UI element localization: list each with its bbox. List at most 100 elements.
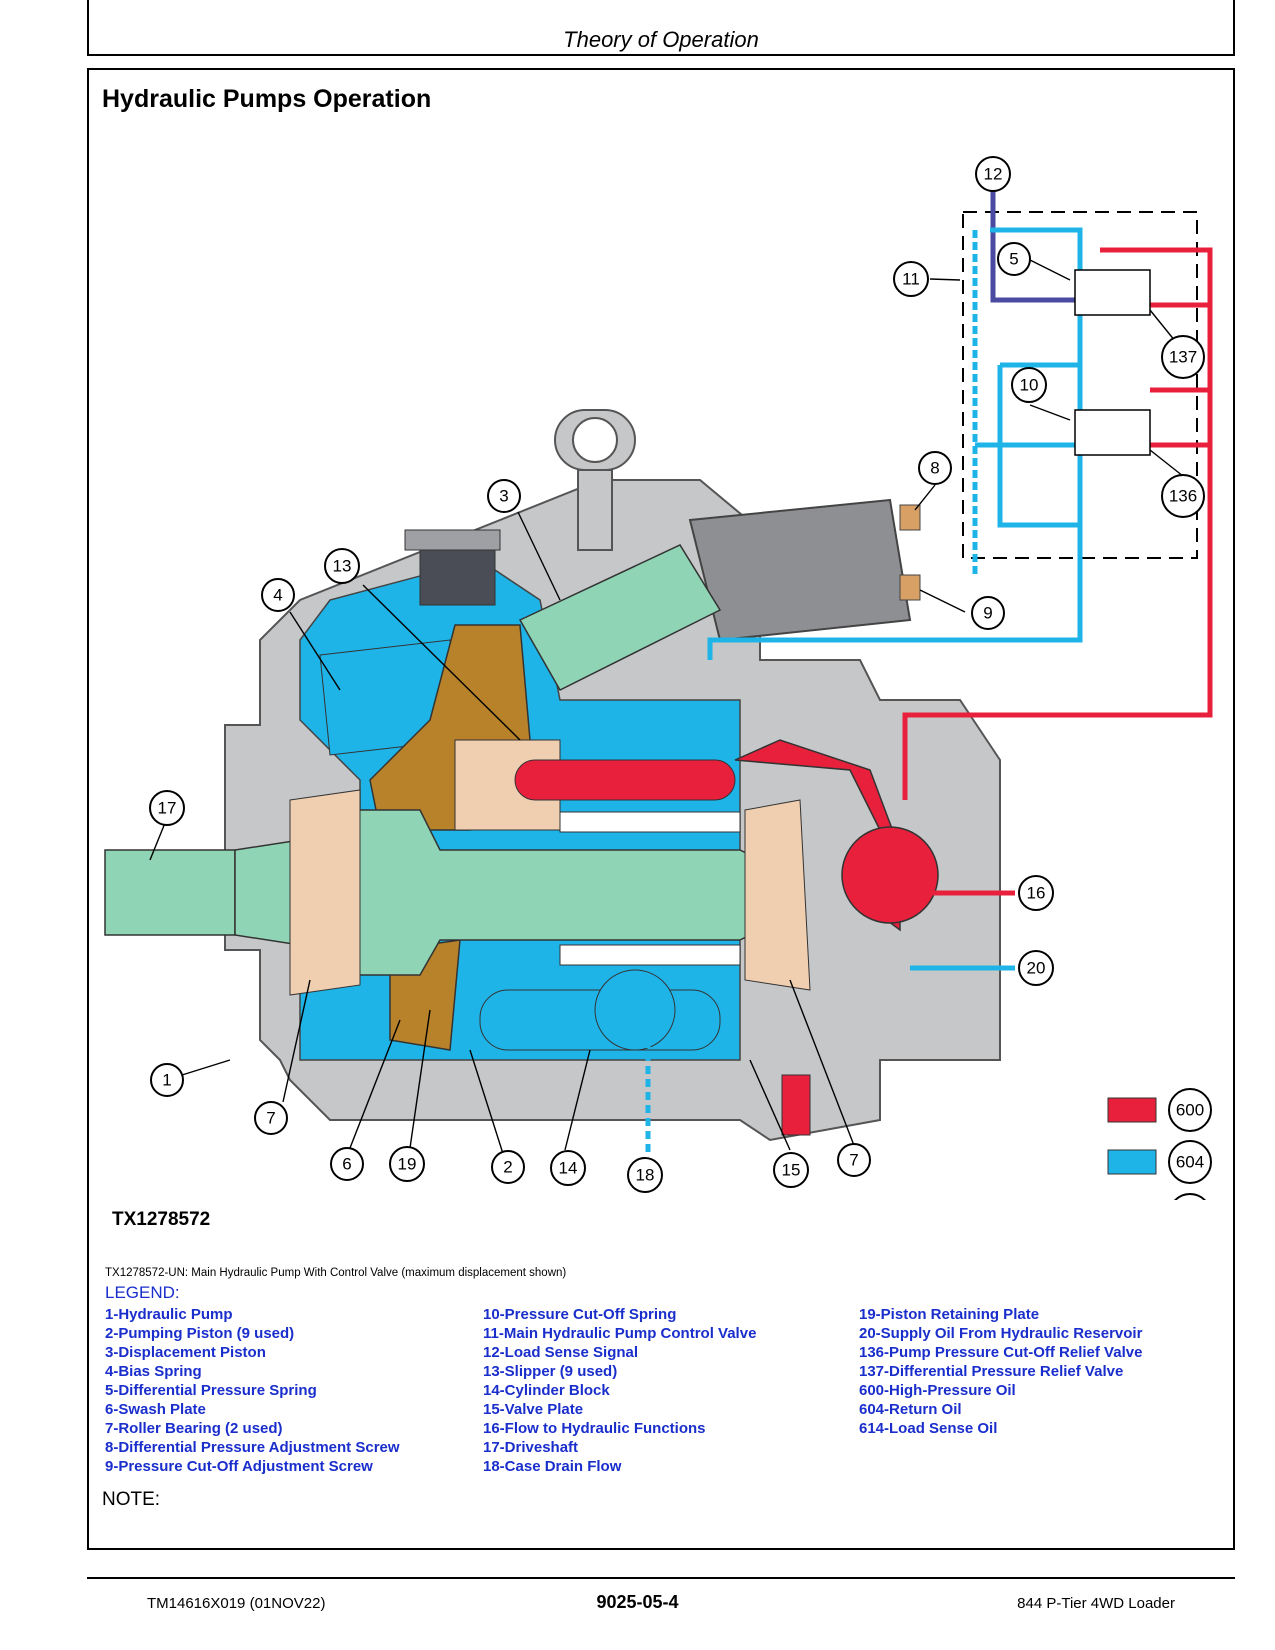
callout-4: 4 <box>261 578 295 612</box>
callout-14: 14 <box>550 1150 586 1186</box>
legend-item: 8-Differential Pressure Adjustment Screw <box>105 1439 400 1456</box>
footer-doc-id: TM14616X019 (01NOV22) <box>147 1595 326 1612</box>
footer-divider <box>87 1577 1235 1579</box>
callout-7-right: 7 <box>837 1143 871 1177</box>
legend-item: 6-Swash Plate <box>105 1401 206 1418</box>
callout-12: 12 <box>975 156 1011 192</box>
svg-text:2: 2 <box>503 1158 512 1177</box>
svg-text:17: 17 <box>158 799 177 818</box>
legend-item: 14-Cylinder Block <box>483 1382 610 1399</box>
legend-item: 1-Hydraulic Pump <box>105 1306 233 1323</box>
footer-page-number: 9025-05-4 <box>596 1592 679 1612</box>
svg-text:8: 8 <box>930 459 939 478</box>
svg-text:7: 7 <box>266 1109 275 1128</box>
callout-17: 17 <box>149 790 185 826</box>
svg-text:600: 600 <box>1176 1101 1204 1120</box>
legend-item: 7-Roller Bearing (2 used) <box>105 1420 283 1437</box>
svg-text:10: 10 <box>1020 376 1039 395</box>
color-key: 600 604 614 <box>1107 1088 1212 1200</box>
legend-item: 3-Displacement Piston <box>105 1344 266 1361</box>
svg-text:20: 20 <box>1027 959 1046 978</box>
legend-item: 19-Piston Retaining Plate <box>859 1306 1040 1323</box>
callout-8: 8 <box>918 451 952 485</box>
legend-item: 18-Case Drain Flow <box>483 1458 622 1475</box>
callout-2: 2 <box>491 1150 525 1184</box>
callout-13: 13 <box>324 548 360 584</box>
page-title: Hydraulic Pumps Operation <box>102 85 432 113</box>
svg-text:4: 4 <box>273 586 282 605</box>
legend-item: 136-Pump Pressure Cut-Off Relief Valve <box>859 1344 1143 1361</box>
callout-20: 20 <box>1018 950 1054 986</box>
key-600: 600 <box>1168 1088 1212 1132</box>
figure-id: TX1278572 <box>112 1209 211 1230</box>
header-frame: Theory of Operation <box>87 0 1235 56</box>
relief-valve-136 <box>1074 409 1151 456</box>
callout-9: 9 <box>971 596 1005 630</box>
control-valve-outline <box>962 211 1198 559</box>
legend-item: 12-Load Sense Signal <box>483 1344 639 1361</box>
svg-text:3: 3 <box>499 487 508 506</box>
legend-item: 600-High-Pressure Oil <box>859 1382 1016 1399</box>
legend-column-1: 1-Hydraulic Pump 2-Pumping Piston (9 use… <box>105 1305 400 1476</box>
svg-text:9: 9 <box>983 604 992 623</box>
legend-title: LEGEND: <box>105 1283 180 1302</box>
legend-item: 9-Pressure Cut-Off Adjustment Screw <box>105 1458 373 1475</box>
key-614: 614 <box>1173 1193 1207 1200</box>
relief-valve-137 <box>1074 269 1151 316</box>
key-604: 604 <box>1168 1140 1212 1184</box>
svg-text:11: 11 <box>902 270 920 289</box>
legend-item: 614-Load Sense Oil <box>859 1420 998 1437</box>
legend-item: 137-Differential Pressure Relief Valve <box>859 1363 1124 1380</box>
callout-1: 1 <box>150 1063 184 1097</box>
legend-item: 17-Driveshaft <box>483 1439 579 1456</box>
content-frame <box>87 68 1235 1550</box>
svg-text:1: 1 <box>162 1071 171 1090</box>
svg-text:16: 16 <box>1027 884 1046 903</box>
legend-item: 10-Pressure Cut-Off Spring <box>483 1306 677 1323</box>
svg-text:18: 18 <box>636 1166 655 1185</box>
footer-model: 844 P-Tier 4WD Loader <box>1017 1595 1175 1612</box>
svg-text:6: 6 <box>342 1155 351 1174</box>
callout-19: 19 <box>389 1146 425 1182</box>
callout-16: 16 <box>1018 875 1054 911</box>
legend-item: 20-Supply Oil From Hydraulic Reservoir <box>859 1325 1143 1342</box>
swatch-600 <box>1107 1097 1157 1123</box>
callout-136: 136 <box>1161 474 1205 518</box>
legend-item: 16-Flow to Hydraulic Functions <box>483 1420 706 1437</box>
hydraulic-lines <box>645 190 1213 1155</box>
legend-item: 11-Main Hydraulic Pump Control Valve <box>483 1325 757 1342</box>
callout-5: 5 <box>997 242 1031 276</box>
swatch-604 <box>1107 1149 1157 1175</box>
svg-text:14: 14 <box>559 1159 578 1178</box>
legend-item: 5-Differential Pressure Spring <box>105 1382 317 1399</box>
callout-11: 11 <box>893 261 929 297</box>
callout-7-left: 7 <box>254 1101 288 1135</box>
svg-text:5: 5 <box>1009 250 1018 269</box>
legend-item: 2-Pumping Piston (9 used) <box>105 1325 295 1342</box>
callout-137: 137 <box>1161 335 1205 379</box>
section-title: Theory of Operation <box>563 27 759 52</box>
svg-text:13: 13 <box>333 557 352 576</box>
svg-text:19: 19 <box>398 1155 417 1174</box>
legend-item: 4-Bias Spring <box>105 1363 202 1380</box>
svg-text:12: 12 <box>984 165 1003 184</box>
pump-housing <box>104 409 1001 1142</box>
svg-text:136: 136 <box>1169 487 1197 506</box>
callout-6: 6 <box>330 1147 364 1181</box>
callout-15: 15 <box>773 1152 809 1188</box>
legend-column-2: 10-Pressure Cut-Off Spring 11-Main Hydra… <box>483 1305 756 1476</box>
svg-text:604: 604 <box>1176 1153 1204 1172</box>
legend-column-3: 19-Piston Retaining Plate 20-Supply Oil … <box>859 1305 1142 1438</box>
note-label: NOTE: <box>102 1489 161 1510</box>
callout-10: 10 <box>1011 367 1047 403</box>
callout-3: 3 <box>487 479 521 513</box>
svg-text:15: 15 <box>782 1161 801 1180</box>
legend-item: 15-Valve Plate <box>483 1401 584 1418</box>
legend-item: 604-Return Oil <box>859 1401 962 1418</box>
svg-text:137: 137 <box>1169 348 1197 367</box>
callout-18: 18 <box>627 1157 663 1193</box>
legend-item: 13-Slipper (9 used) <box>483 1363 618 1380</box>
svg-text:7: 7 <box>849 1151 858 1170</box>
figure-caption: TX1278572-UN: Main Hydraulic Pump With C… <box>105 1267 567 1279</box>
hydraulic-pump-diagram: 1 2 3 4 5 6 7 7 8 9 10 11 12 13 14 15 16… <box>104 156 1213 1200</box>
